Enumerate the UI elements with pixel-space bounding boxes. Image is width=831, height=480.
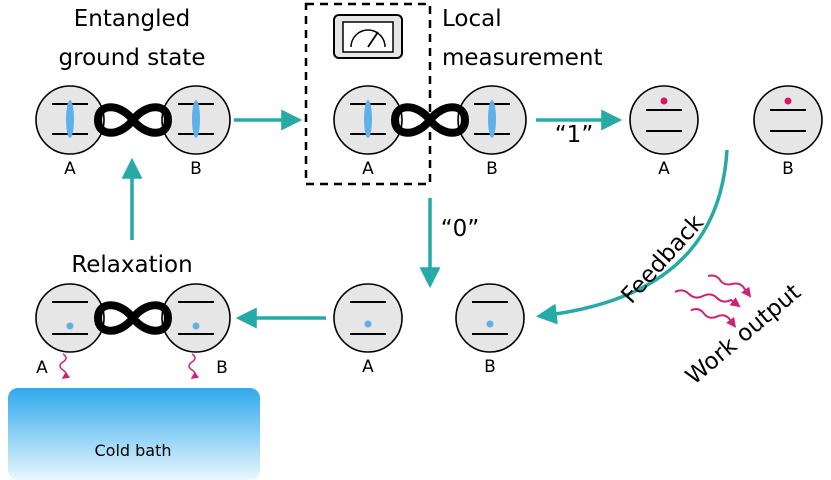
outcome-one-label: “1” xyxy=(555,122,593,148)
ground-dot-b xyxy=(486,320,494,328)
entanglement-link xyxy=(93,103,173,137)
entangled-pair xyxy=(35,85,231,155)
qubit-b-circle xyxy=(455,283,525,353)
qubit-a-circle xyxy=(629,85,699,155)
entangled-title-line1: Entangled xyxy=(74,6,191,32)
feedback-label: Feedback xyxy=(616,209,709,308)
entanglement-link xyxy=(390,103,470,137)
qubit-a-superposition xyxy=(66,100,74,138)
label-a-measured: A xyxy=(362,159,374,179)
qubit-b-circle xyxy=(753,85,823,155)
decay-wave-a xyxy=(59,353,71,379)
measurement-box xyxy=(304,2,432,186)
work-wave-1 xyxy=(674,289,741,308)
qubit-b-superposition xyxy=(192,100,200,138)
work-wave-3 xyxy=(707,274,752,298)
decay-wave-b xyxy=(188,353,200,379)
label-b-measured: B xyxy=(486,159,498,179)
cold-bath-label: Cold bath xyxy=(94,441,171,460)
excited-dot-a xyxy=(660,97,668,105)
cold-bath xyxy=(8,388,260,480)
ground-dot-a xyxy=(364,320,372,328)
local-title-line2: measurement xyxy=(442,45,602,71)
feedback-arrow xyxy=(535,149,729,325)
entangled-title-line2: ground state xyxy=(59,45,206,71)
label-a-excited: A xyxy=(658,159,670,179)
excited-pair xyxy=(629,85,823,155)
qubit-b-circle xyxy=(161,283,231,353)
qubit-a-circle xyxy=(333,283,403,353)
label-b-excited: B xyxy=(782,159,794,179)
excited-dot-b xyxy=(784,97,792,105)
qubit-a-circle xyxy=(35,283,105,353)
label-b-ground: B xyxy=(484,357,496,377)
label-b-relax: B xyxy=(216,358,228,378)
work-wave-2 xyxy=(690,308,736,328)
local-title-line1: Local xyxy=(442,6,502,32)
meter-icon xyxy=(333,14,403,59)
outcome-zero-label: “0” xyxy=(441,216,479,242)
entanglement-link xyxy=(93,301,173,335)
label-a-ground: A xyxy=(362,357,374,377)
measured-pair xyxy=(333,85,527,155)
label-a-relax: A xyxy=(36,358,48,378)
ground-pair xyxy=(333,283,525,353)
label-a-entangled: A xyxy=(64,159,76,179)
work-output-label: Work output xyxy=(681,279,806,390)
label-b-entangled: B xyxy=(190,159,202,179)
relaxation-title: Relaxation xyxy=(71,252,192,278)
relaxation-pair xyxy=(35,283,231,353)
